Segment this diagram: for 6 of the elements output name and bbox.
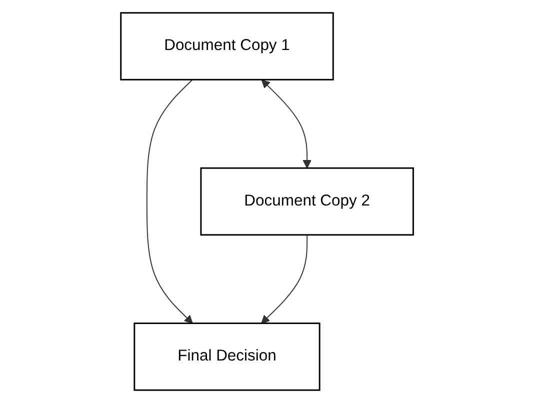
node-box: Document Copy 2 xyxy=(200,167,414,236)
node-box: Final Decision xyxy=(134,322,321,391)
arrow xyxy=(146,79,194,324)
node-box: Document Copy 1 xyxy=(120,12,334,80)
arrow xyxy=(262,80,312,168)
arrow xyxy=(262,234,308,324)
